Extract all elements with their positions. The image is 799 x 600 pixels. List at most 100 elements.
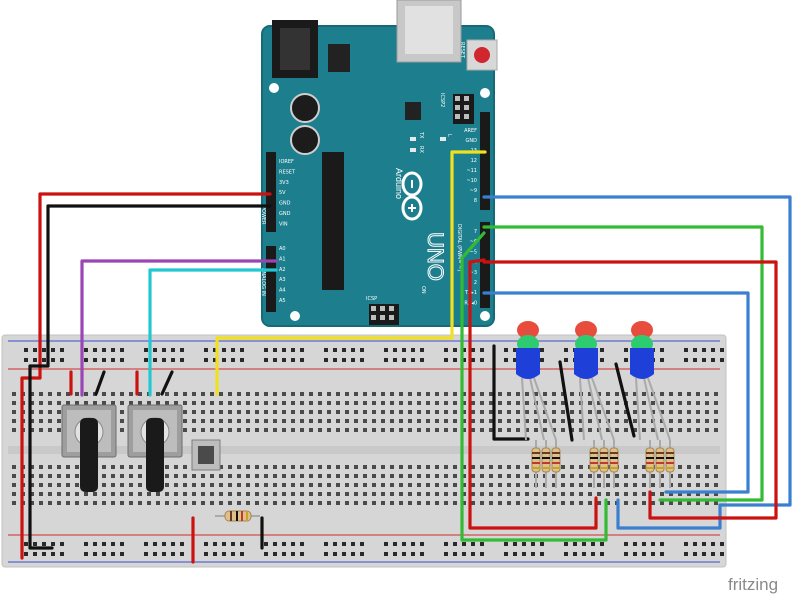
breadboard: [1, 334, 727, 568]
breadboard-hole: [102, 492, 106, 496]
rail-hole: [693, 358, 697, 362]
breadboard-hole: [264, 465, 268, 469]
rail-hole: [180, 542, 184, 546]
breadboard-hole: [660, 474, 664, 478]
header-pin: [455, 96, 460, 101]
breadboard-hole: [444, 501, 448, 505]
breadboard-hole: [75, 492, 79, 496]
breadboard-hole: [102, 392, 106, 396]
breadboard-hole: [345, 492, 349, 496]
breadboard-hole: [57, 401, 61, 405]
breadboard-hole: [102, 501, 106, 505]
usb-interface-chip: [405, 102, 421, 120]
pin-label: A5: [279, 298, 286, 304]
breadboard-hole: [372, 428, 376, 432]
rail-hole: [282, 542, 286, 546]
rail-hole: [264, 348, 268, 352]
rail-hole: [600, 542, 604, 546]
breadboard-hole: [75, 401, 79, 405]
breadboard-hole: [111, 483, 115, 487]
breadboard-hole: [561, 392, 565, 396]
breadboard-hole: [228, 410, 232, 414]
breadboard-hole: [336, 410, 340, 414]
rail-hole: [564, 552, 568, 556]
breadboard-hole: [399, 410, 403, 414]
breadboard-hole: [642, 465, 646, 469]
breadboard-hole: [120, 410, 124, 414]
rail-hole: [24, 348, 28, 352]
breadboard-hole: [147, 492, 151, 496]
rail-hole: [162, 348, 166, 352]
rail-hole: [651, 542, 655, 546]
breadboard-hole: [39, 410, 43, 414]
breadboard-hole: [507, 483, 511, 487]
reset-label: RESET: [459, 42, 465, 59]
breadboard-hole: [165, 401, 169, 405]
breadboard-hole: [543, 428, 547, 432]
breadboard-hole: [624, 492, 628, 496]
potentiometer-1: [61, 404, 117, 492]
mounting-hole: [480, 88, 490, 98]
breadboard-hole: [543, 419, 547, 423]
breadboard-hole: [516, 483, 520, 487]
breadboard-hole: [561, 483, 565, 487]
rail-hole: [51, 552, 55, 556]
breadboard-hole: [75, 474, 79, 478]
rail-hole: [24, 358, 28, 362]
breadboard-hole: [264, 428, 268, 432]
breadboard-hole: [282, 501, 286, 505]
header-pin: [389, 306, 394, 311]
rail-hole: [444, 358, 448, 362]
breadboard-hole: [714, 474, 718, 478]
breadboard-hole: [381, 410, 385, 414]
breadboard-hole: [381, 501, 385, 505]
breadboard-hole: [507, 501, 511, 505]
breadboard-hole: [309, 474, 313, 478]
breadboard-hole: [30, 501, 34, 505]
breadboard-hole: [138, 501, 142, 505]
rail-hole: [444, 542, 448, 546]
breadboard-hole: [237, 483, 241, 487]
breadboard-hole: [48, 465, 52, 469]
breadboard-hole: [444, 483, 448, 487]
breadboard-hole: [363, 392, 367, 396]
rail-hole: [693, 348, 697, 352]
breadboard-hole: [642, 419, 646, 423]
header-pin: [455, 114, 460, 119]
rail-hole: [162, 542, 166, 546]
rail-hole: [222, 552, 226, 556]
breadboard-hole: [435, 392, 439, 396]
breadboard-hole: [651, 428, 655, 432]
rail-hole: [444, 348, 448, 352]
rail-hole: [393, 542, 397, 546]
breadboard-hole: [354, 410, 358, 414]
breadboard-hole: [516, 465, 520, 469]
breadboard-hole: [363, 465, 367, 469]
breadboard-hole: [12, 410, 16, 414]
breadboard-hole: [399, 474, 403, 478]
breadboard-hole: [228, 465, 232, 469]
breadboard-hole: [552, 401, 556, 405]
breadboard-hole: [471, 501, 475, 505]
rx-label: RX: [418, 146, 424, 153]
breadboard-hole: [309, 410, 313, 414]
breadboard-hole: [309, 465, 313, 469]
breadboard-hole: [75, 501, 79, 505]
breadboard-hole: [660, 428, 664, 432]
breadboard-hole: [111, 492, 115, 496]
breadboard-hole: [390, 465, 394, 469]
rail-hole: [42, 542, 46, 546]
breadboard-hole: [210, 492, 214, 496]
breadboard-hole: [336, 401, 340, 405]
breadboard-hole: [345, 428, 349, 432]
breadboard-hole: [372, 501, 376, 505]
breadboard-hole: [471, 474, 475, 478]
rail-hole: [222, 358, 226, 362]
breadboard-hole: [147, 501, 151, 505]
breadboard-hole: [471, 492, 475, 496]
uno-model-text: UNO: [423, 232, 448, 281]
rail-hole: [471, 542, 475, 546]
breadboard-hole: [687, 410, 691, 414]
breadboard-hole: [390, 401, 394, 405]
breadboard-hole: [264, 501, 268, 505]
